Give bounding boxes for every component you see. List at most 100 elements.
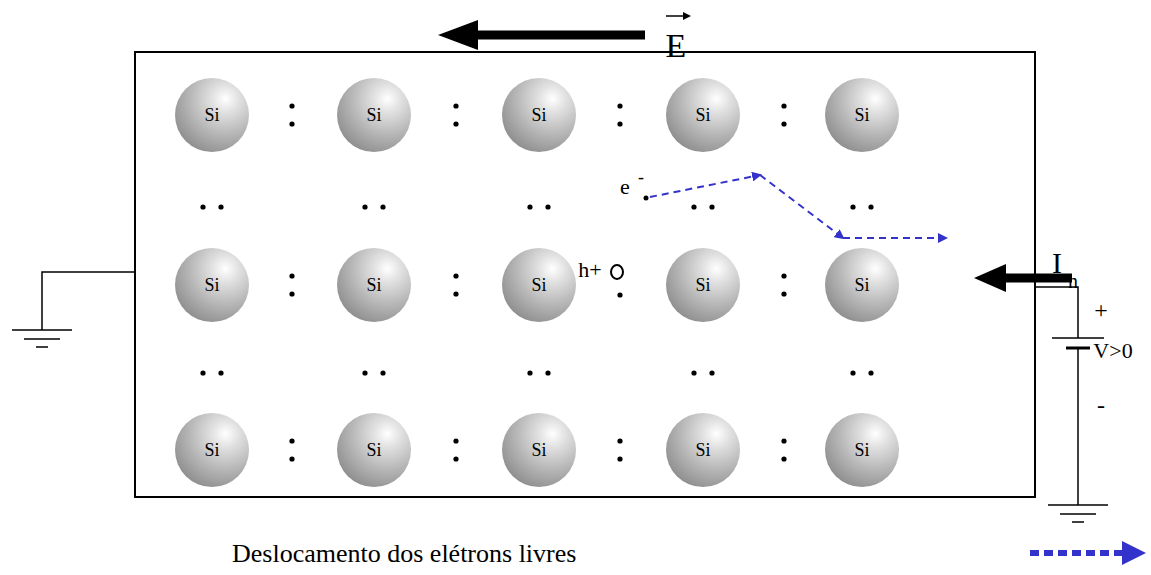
bond-dot [545, 370, 550, 375]
ground-wire [42, 272, 135, 330]
terminal-sign: - [1097, 393, 1105, 417]
bond-dot [362, 204, 367, 209]
silicon-atom: Si [825, 413, 899, 487]
bond-dot [781, 456, 786, 461]
ground-symbol [12, 329, 72, 331]
atom-symbol: Si [204, 440, 219, 461]
bond-dot [868, 204, 873, 209]
bond-dot [380, 204, 385, 209]
silicon-atom: Si [337, 248, 411, 322]
bond-dot [200, 370, 205, 375]
atom-symbol: Si [204, 275, 219, 296]
silicon-atom: Si [175, 78, 249, 152]
bond-dot [289, 121, 294, 126]
bond-dot [289, 103, 294, 108]
electron-charge: - [638, 168, 644, 186]
electron-path [650, 175, 760, 197]
bond-dot [781, 103, 786, 108]
bond-dot [362, 370, 367, 375]
bond-dot [617, 292, 622, 297]
bond-dot [218, 204, 223, 209]
silicon-atom: Si [502, 413, 576, 487]
silicon-atom: Si [825, 78, 899, 152]
bond-dot [691, 370, 696, 375]
silicon-atom: Si [825, 248, 899, 322]
ground-symbol [1060, 513, 1096, 515]
field-arrow-head [438, 20, 478, 50]
atom-symbol: Si [854, 440, 869, 461]
silicon-atom: Si [666, 78, 740, 152]
silicon-atom: Si [666, 248, 740, 322]
atom-symbol: Si [854, 275, 869, 296]
crystal-outline [135, 52, 1035, 497]
hole-symbol: h+ [578, 259, 601, 281]
source-wire [1077, 348, 1079, 505]
bond-dot [453, 103, 458, 108]
legend-arrow-head [1122, 541, 1146, 565]
bond-dot [617, 103, 622, 108]
bond-dot [691, 204, 696, 209]
ground-symbol [1072, 521, 1084, 523]
electron-path [843, 237, 946, 239]
electron-symbol: e [620, 176, 630, 198]
current-arrow-head [974, 264, 1006, 292]
free-electron [644, 196, 649, 201]
bond-dot [453, 273, 458, 278]
ground-symbol [36, 346, 48, 348]
bond-dot [453, 291, 458, 296]
bond-dot [200, 204, 205, 209]
silicon-atom: Si [175, 413, 249, 487]
bond-dot [289, 438, 294, 443]
bond-dot [289, 273, 294, 278]
bond-dot [380, 370, 385, 375]
bond-dot [781, 438, 786, 443]
atom-symbol: Si [854, 105, 869, 126]
bond-electrons [200, 103, 873, 461]
terminal-sign: + [1094, 298, 1108, 322]
atom-symbol: Si [366, 105, 381, 126]
bond-dot [850, 204, 855, 209]
atom-symbol: Si [531, 440, 546, 461]
bond-dot [781, 291, 786, 296]
bond-dot [781, 273, 786, 278]
bond-dot [709, 370, 714, 375]
bond-dot [289, 291, 294, 296]
current-symbol: I [1052, 248, 1062, 278]
ground-symbol [1048, 504, 1108, 506]
bond-dot [527, 204, 532, 209]
current-subscript: n [1068, 271, 1078, 291]
bond-dot [850, 370, 855, 375]
atom-symbol: Si [366, 440, 381, 461]
battery-plate [1052, 337, 1104, 339]
silicon-atom: Si [666, 413, 740, 487]
source-wire [1035, 287, 1078, 338]
bond-dot [781, 121, 786, 126]
atom-symbol: Si [531, 105, 546, 126]
bond-dot [453, 438, 458, 443]
atom-symbol: Si [695, 440, 710, 461]
bond-dot [617, 456, 622, 461]
legend-dash [1030, 550, 1122, 556]
field-arrow [470, 31, 645, 40]
atom-symbol: Si [695, 105, 710, 126]
bond-dot [453, 121, 458, 126]
legend-text: Deslocamento dos elétrons livres [232, 539, 576, 569]
ground-symbol [24, 338, 60, 340]
bond-dot [545, 204, 550, 209]
voltage-label: V>0 [1093, 340, 1132, 362]
atom-symbol: Si [531, 275, 546, 296]
vector-mark-head [683, 12, 691, 20]
bond-dot [453, 456, 458, 461]
legend: Deslocamento dos elétrons livres [0, 535, 1151, 575]
bond-dot [527, 370, 532, 375]
atom-symbol: Si [204, 105, 219, 126]
silicon-atom: Si [175, 248, 249, 322]
silicon-atom: Si [337, 78, 411, 152]
atom-symbol: Si [695, 275, 710, 296]
bond-dot [289, 456, 294, 461]
electron-path [760, 175, 843, 238]
bond-dot [218, 370, 223, 375]
bond-dot [617, 121, 622, 126]
hole-circle [611, 265, 623, 279]
